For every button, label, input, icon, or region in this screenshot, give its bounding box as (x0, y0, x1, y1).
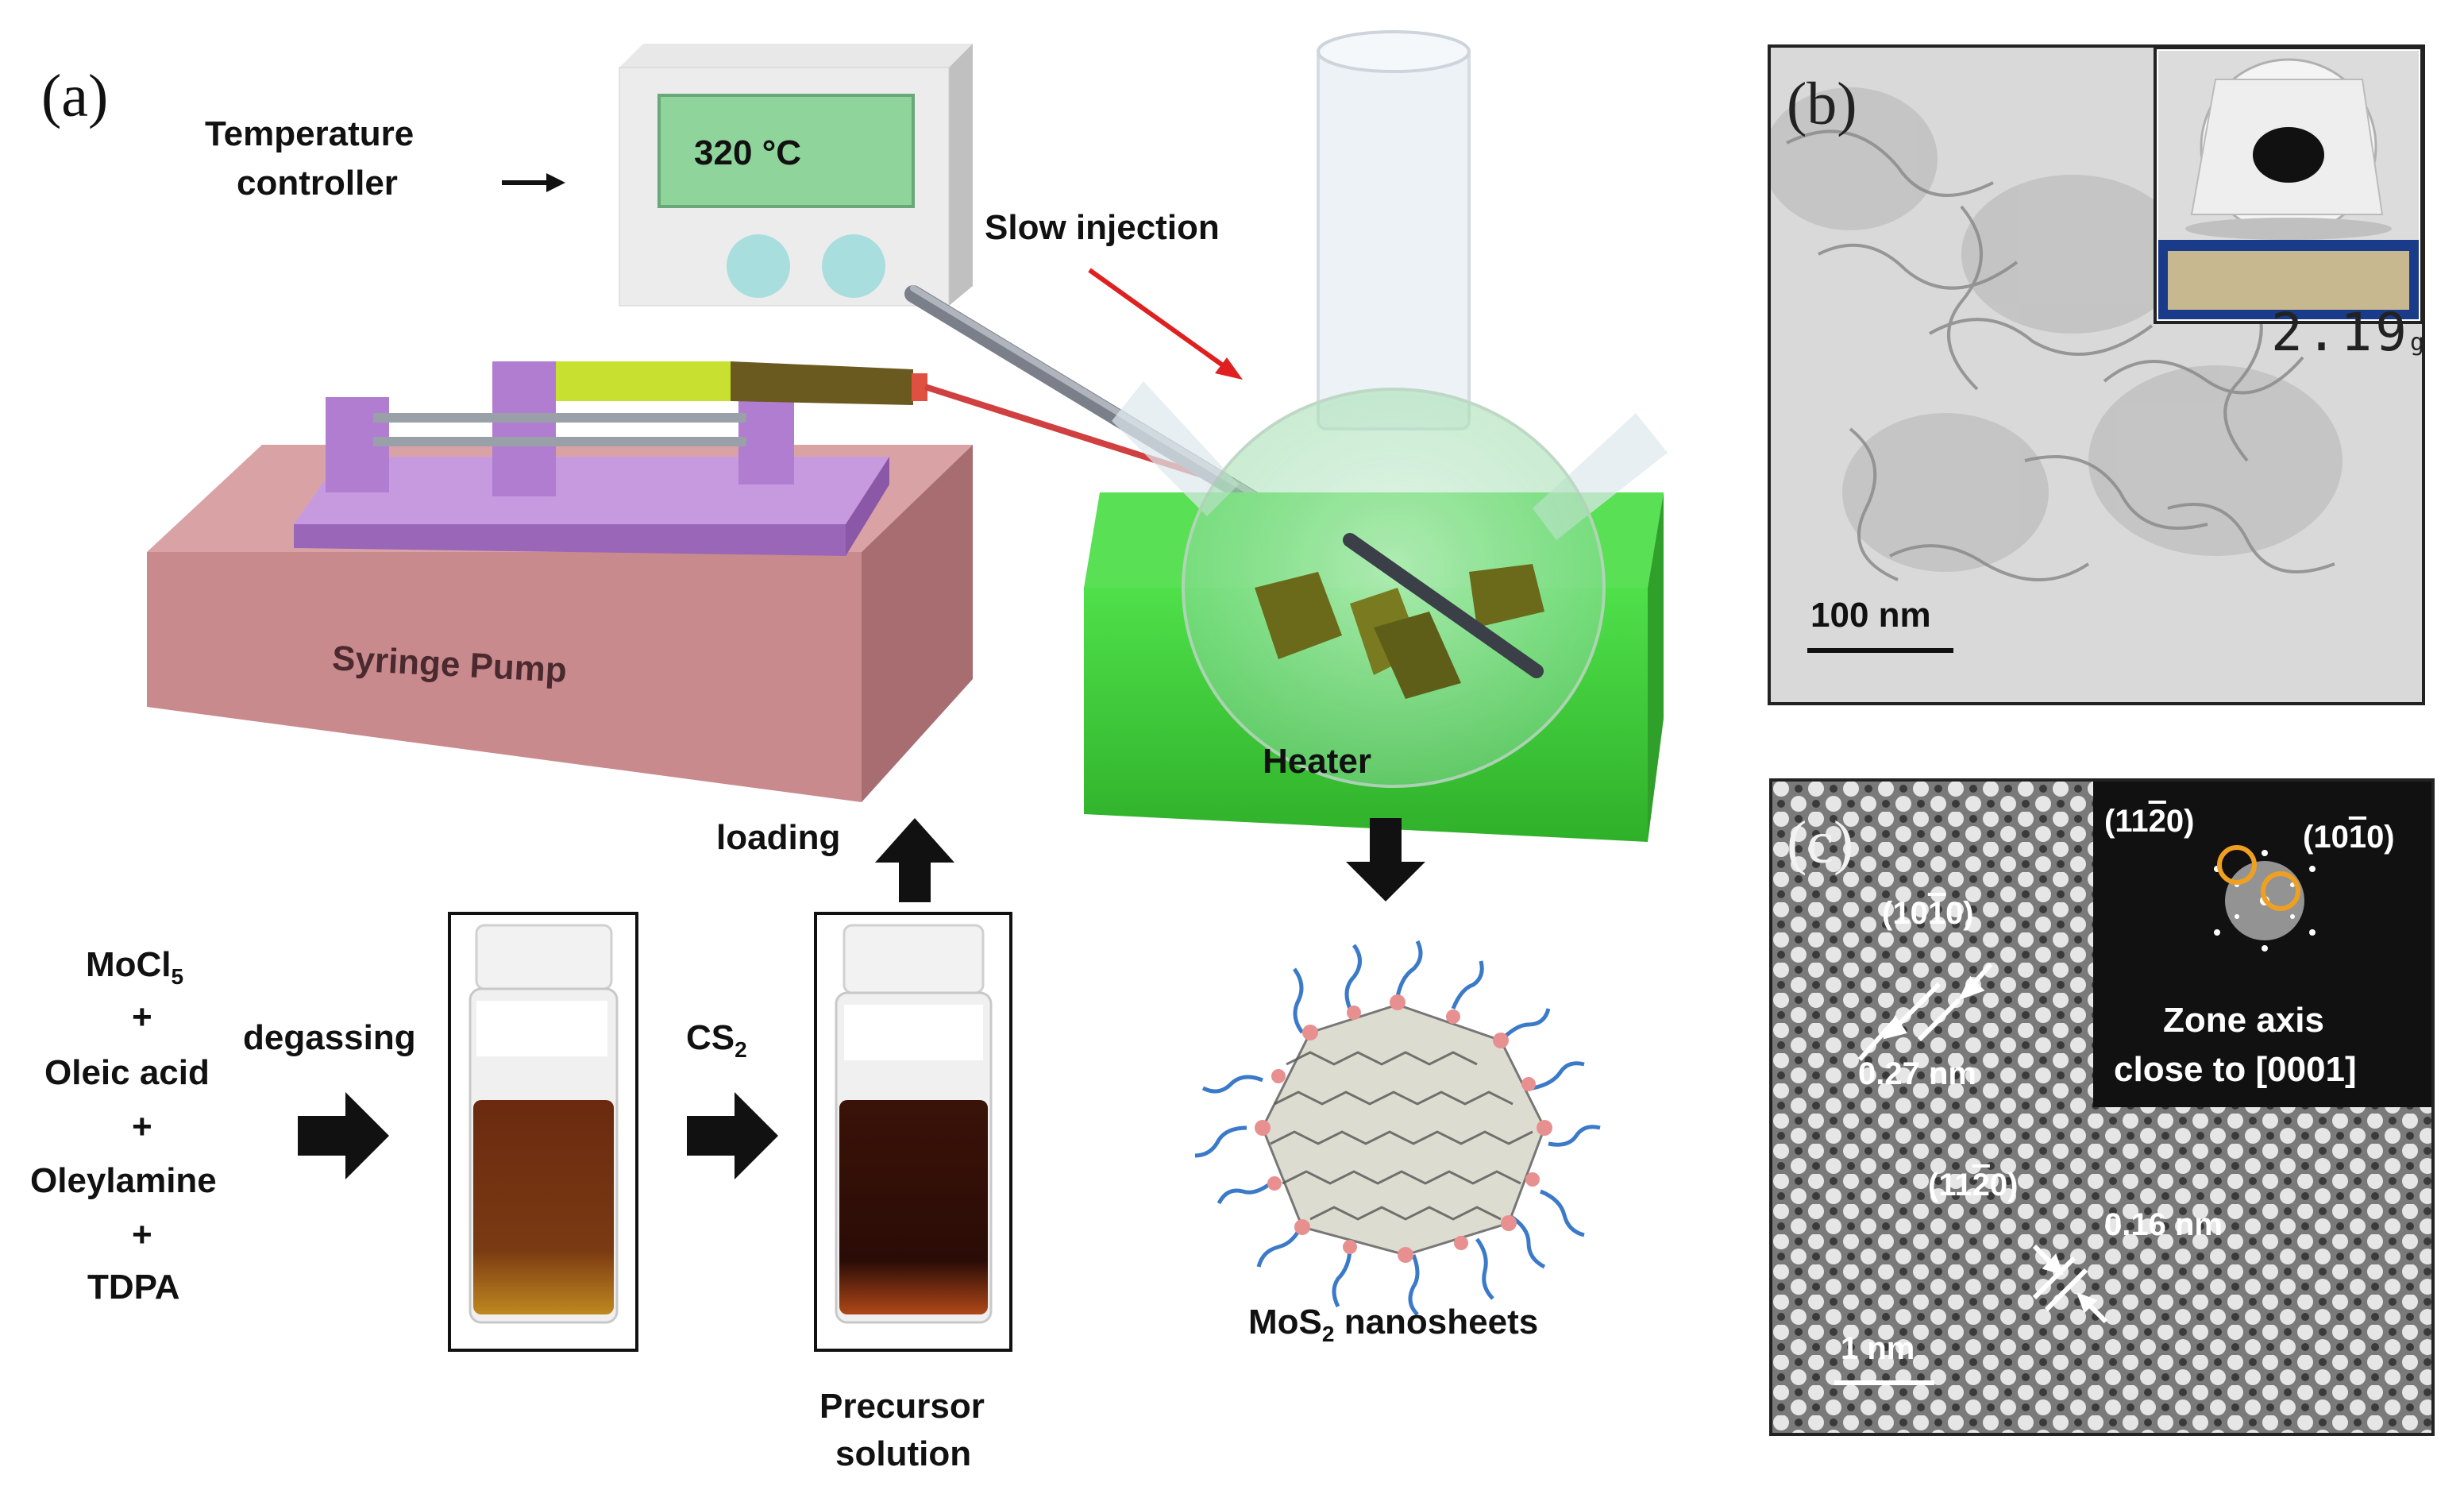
tem-texture (1771, 48, 2422, 702)
balance-reading: 2.19g (2271, 302, 2428, 363)
synthesis-setup-illustration (147, 30, 1668, 1352)
plane-label-1010: (1010) (1882, 896, 1974, 931)
slow-injection-label: Slow injection (985, 208, 1220, 247)
cs2-label: CS2 (686, 1018, 747, 1062)
temperature-controller-label-1: Temperature (205, 114, 415, 153)
reagent-plus-1: + (132, 998, 152, 1036)
mos2-nanosheet-illustration (1194, 940, 1601, 1316)
panel-c-scale-bar (1834, 1380, 1934, 1385)
tem-image-b (1768, 44, 2425, 705)
balance-unit: g (2409, 329, 2428, 357)
flakes (1255, 564, 1544, 699)
vial-degassed (448, 912, 638, 1352)
reagent-plus-3: + (132, 1215, 152, 1254)
precursor-label-2: solution (835, 1434, 972, 1473)
controller-display-reading: 320 °C (694, 133, 802, 172)
slow-injection-arrow (1088, 268, 1243, 380)
zone-axis-line-2: close to [0001] (2114, 1050, 2357, 1089)
panel-c-letter: (c) (1787, 809, 1854, 876)
three-neck-flask (1112, 30, 1668, 788)
arrow-degassing (298, 1092, 389, 1179)
reagent-oleylamine: Oleylamine (30, 1161, 217, 1200)
degassing-label: degassing (243, 1018, 416, 1057)
heater-label: Heater (1263, 742, 1371, 781)
panel-c-scale-bar-label: 1 nm (1841, 1331, 1915, 1366)
hrtem-image-c (1769, 778, 2435, 1436)
mos2-nanosheets-label: MoS2 nanosheets (1248, 1303, 1539, 1346)
panel-a-letter: (a) (41, 63, 109, 129)
fft-label-1120: (1120) (2104, 804, 2195, 839)
pump-carriage (294, 361, 889, 556)
syringe (556, 361, 1209, 480)
controller-arrow (502, 173, 565, 192)
loading-label: loading (716, 818, 841, 857)
plane-label-1120: (1120) (1928, 1168, 2019, 1202)
vial-precursor (814, 912, 1012, 1352)
panel-b-scale-bar-label: 100 nm (1810, 596, 1931, 635)
spacing-label-027: 0.27 nm (1858, 1056, 1976, 1091)
zone-axis-line-1: Zone axis (2163, 1001, 2324, 1040)
reagent-oleic-acid: Oleic acid (44, 1053, 210, 1092)
reagent-plus-2: + (132, 1107, 152, 1146)
reagent-mocl5: MoCl5 (86, 945, 184, 989)
precursor-label-1: Precursor (819, 1387, 985, 1426)
spacing-label-016: 0.16 nm (2104, 1207, 2223, 1242)
arrow-product (1346, 818, 1425, 901)
arrow-cs2 (687, 1092, 778, 1179)
temperature-controller-label-2: controller (237, 164, 398, 203)
panel-b-scale-bar (1807, 648, 1953, 653)
temperature-controller-box (619, 44, 973, 307)
panel-b-letter: (b) (1787, 71, 1857, 137)
lattice-texture (1772, 782, 2431, 1433)
reagent-tdpa: TDPA (87, 1268, 180, 1307)
arrow-loading (875, 818, 954, 902)
fft-label-1010: (1010) (2303, 820, 2395, 855)
